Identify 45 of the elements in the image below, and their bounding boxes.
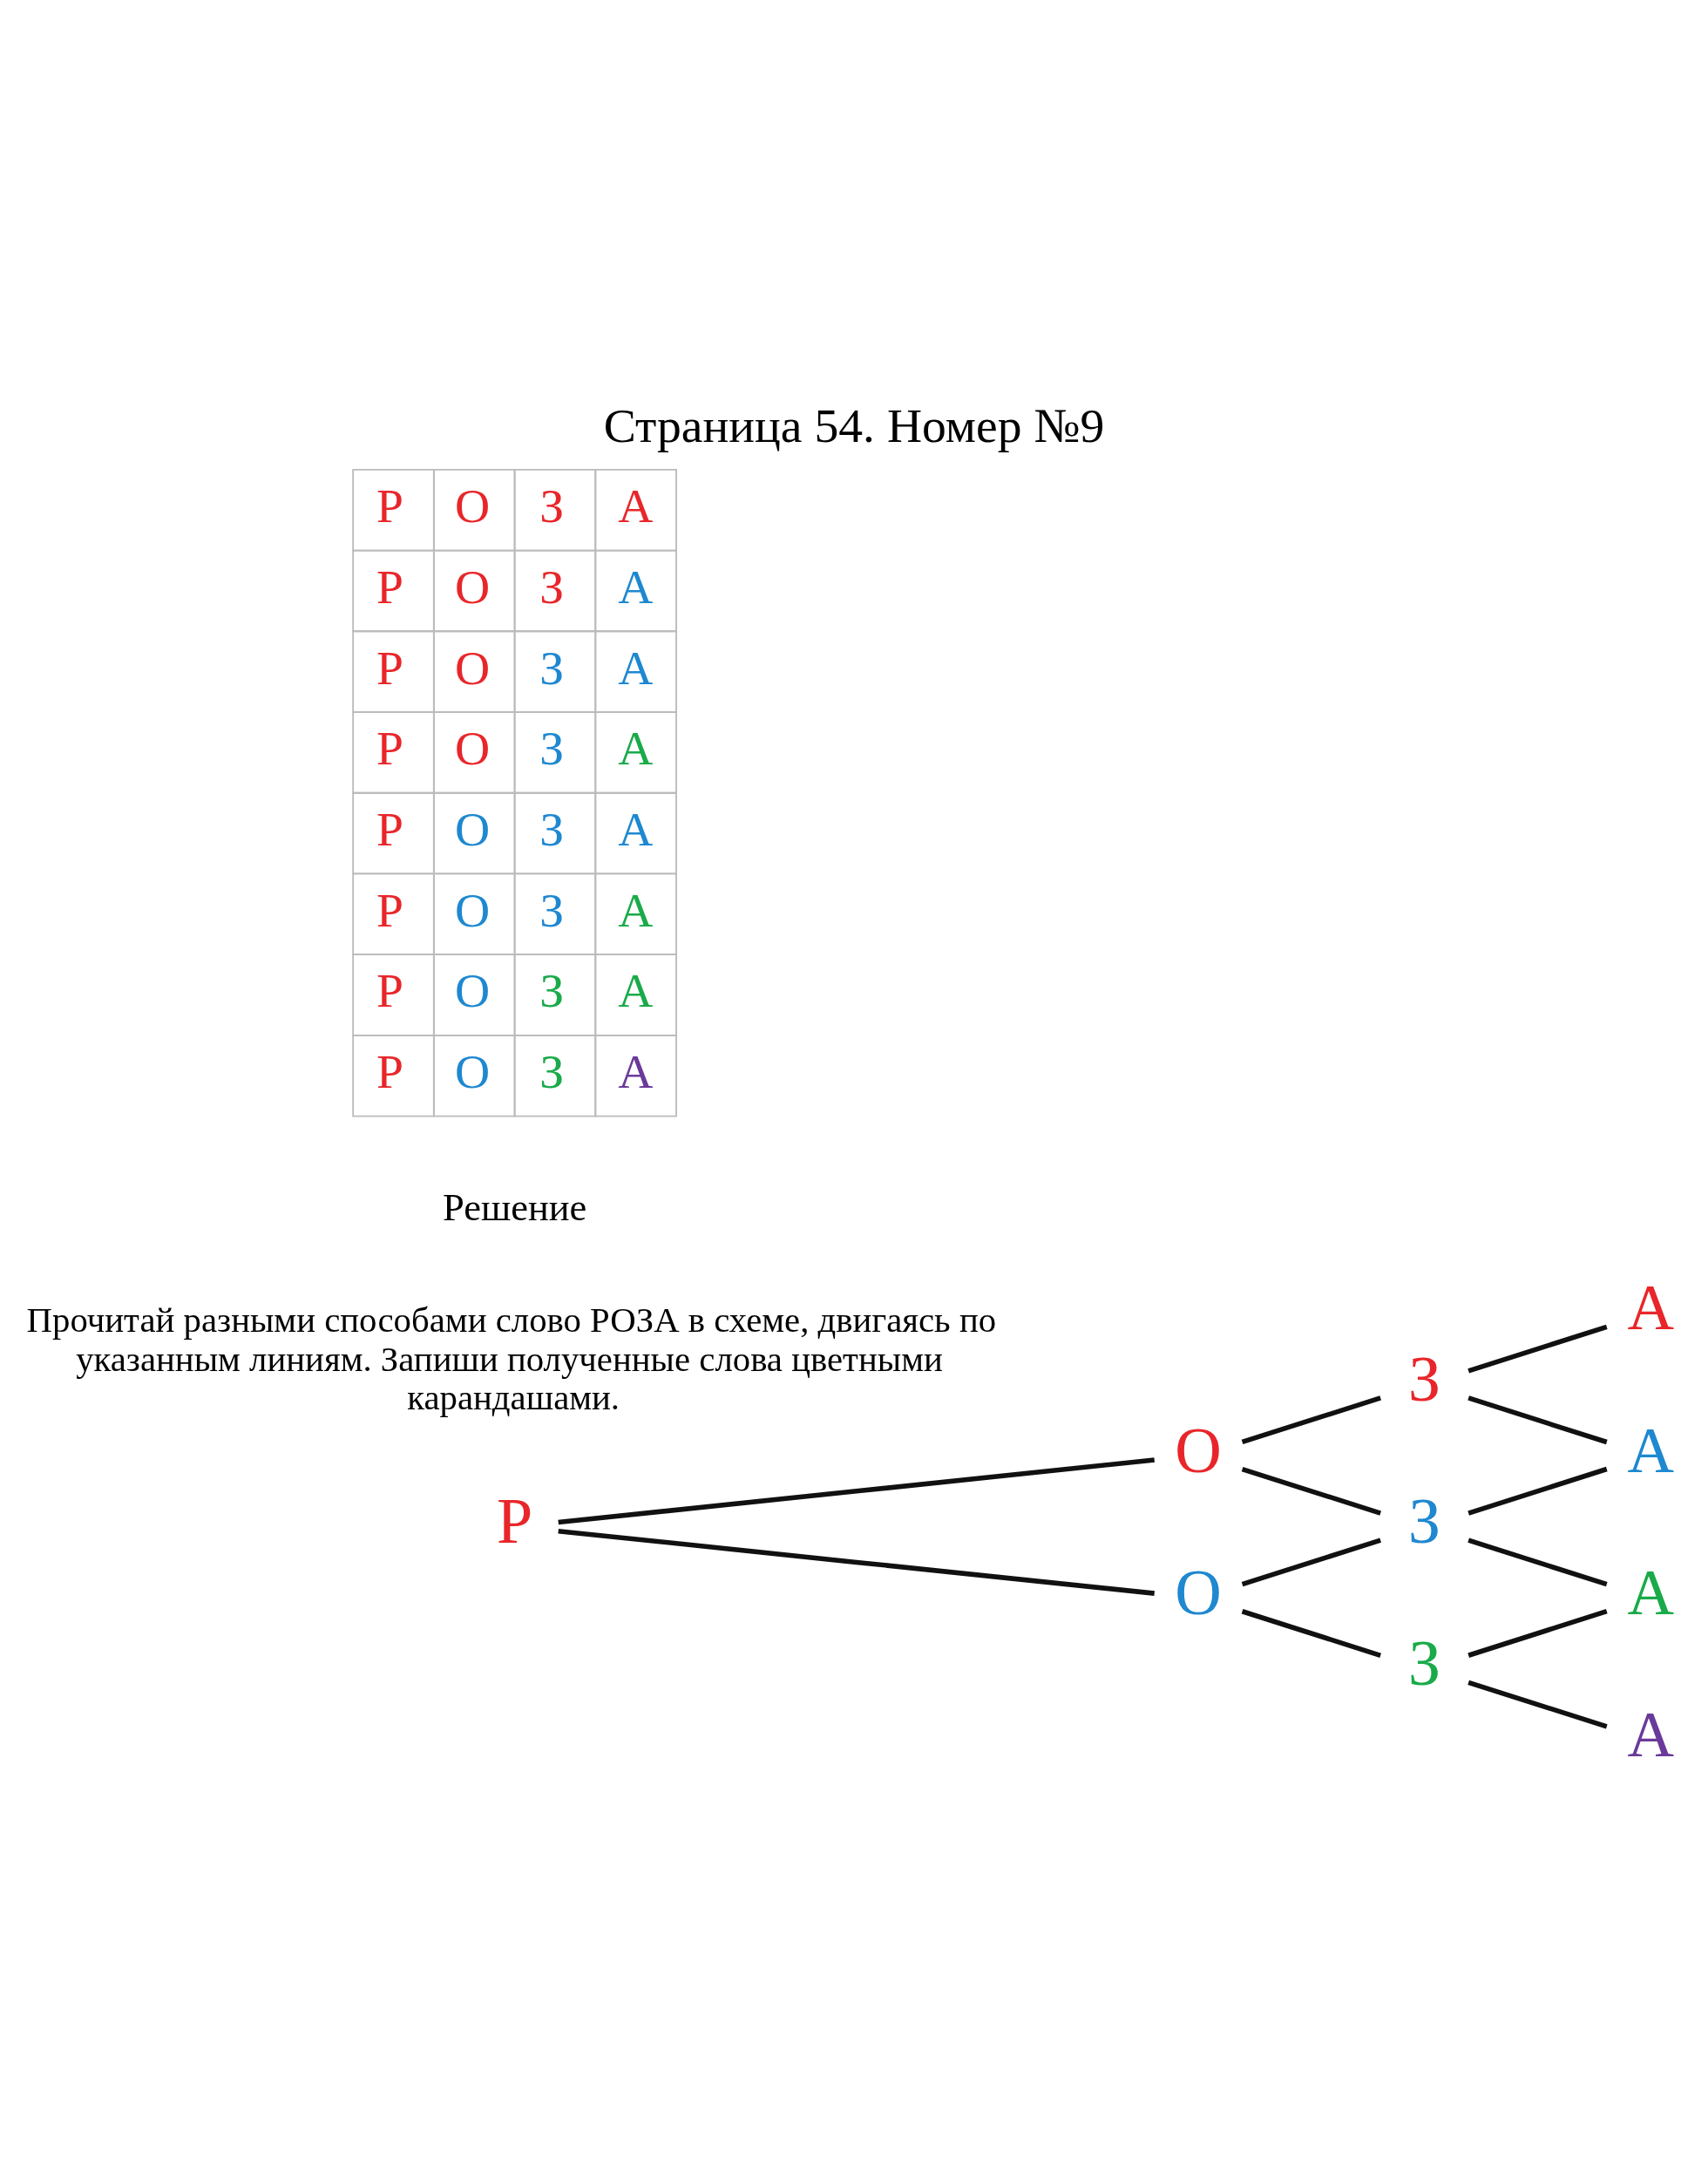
label: А (618, 640, 654, 695)
node-text: О (1175, 1556, 1222, 1628)
label: Р (376, 479, 403, 533)
label: О (454, 721, 491, 776)
label: О (454, 963, 491, 1018)
label: Прочитай разными способами слово РОЗА в схеме, двигаясь по указанным линиям. Запиши полученные слова цветными карандашами. (26, 1300, 997, 1418)
label: Р (376, 1044, 403, 1099)
label: А (618, 963, 654, 1018)
label: З (539, 479, 565, 533)
node-text: З (1408, 1342, 1441, 1415)
label: Р (376, 640, 403, 695)
label: Р (376, 882, 403, 937)
label: О (454, 640, 491, 695)
node-text: Р (496, 1485, 533, 1558)
label: Решение (443, 1185, 587, 1229)
node-text: А (1627, 1272, 1674, 1344)
label: З (539, 963, 565, 1018)
node-text: А (1627, 1414, 1674, 1486)
label: З (539, 882, 565, 937)
node-text: З (1408, 1485, 1441, 1558)
diagram-title: Страница 54. Номер №9 (603, 398, 1105, 453)
label: З (539, 802, 565, 856)
label: А (618, 721, 654, 776)
label: А (618, 1044, 654, 1099)
label: О (454, 479, 491, 533)
label: Р (376, 559, 403, 614)
node-text: А (1627, 1698, 1674, 1770)
label: З (539, 559, 565, 614)
label: А (618, 802, 654, 856)
label: Р (376, 963, 403, 1018)
label: А (618, 559, 654, 614)
label: Р (376, 721, 403, 776)
label: О (454, 802, 491, 856)
node-text: А (1627, 1556, 1674, 1628)
label: З (539, 721, 565, 776)
label: А (618, 882, 654, 937)
label: Р (376, 802, 403, 856)
node-text: З (1408, 1627, 1441, 1700)
label: З (539, 640, 565, 695)
label: О (454, 882, 491, 937)
label: А (618, 479, 654, 533)
label: О (454, 1044, 491, 1099)
node-text: О (1175, 1414, 1222, 1486)
label: О (454, 559, 491, 614)
label: З (539, 1044, 565, 1099)
